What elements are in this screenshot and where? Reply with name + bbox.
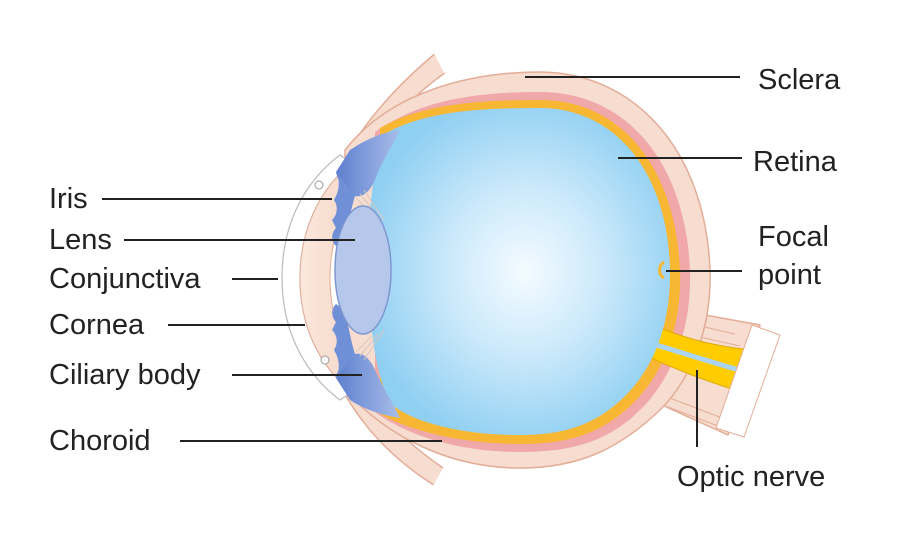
iris-upper bbox=[332, 172, 355, 246]
fovea-notch bbox=[658, 260, 665, 280]
label-focal-point-line2: point bbox=[758, 259, 821, 291]
vitreous-body bbox=[368, 108, 671, 435]
leader-lines bbox=[102, 76, 742, 447]
lower-eyelid-edge bbox=[430, 465, 450, 494]
upper-eyelid-edge bbox=[430, 43, 450, 74]
label-ciliary-body: Ciliary body bbox=[49, 359, 201, 391]
label-cornea: Cornea bbox=[49, 309, 145, 341]
label-conjunctiva: Conjunctiva bbox=[49, 263, 201, 295]
label-focal-point-line1: Focal bbox=[758, 221, 829, 253]
lens bbox=[334, 205, 392, 335]
label-lens: Lens bbox=[49, 224, 112, 256]
label-sclera: Sclera bbox=[758, 64, 841, 96]
optic-nerve-cut-end bbox=[715, 324, 781, 438]
label-iris: Iris bbox=[49, 183, 88, 215]
iris-lower bbox=[332, 304, 355, 378]
label-retina: Retina bbox=[753, 146, 837, 178]
canal-upper bbox=[314, 180, 324, 190]
label-choroid: Choroid bbox=[49, 425, 151, 457]
canal-lower bbox=[320, 355, 330, 365]
label-focal-point: Focal point bbox=[758, 218, 829, 294]
label-optic-nerve: Optic nerve bbox=[677, 461, 826, 493]
ciliary-body-upper bbox=[336, 130, 400, 197]
ciliary-body-lower bbox=[336, 353, 400, 418]
